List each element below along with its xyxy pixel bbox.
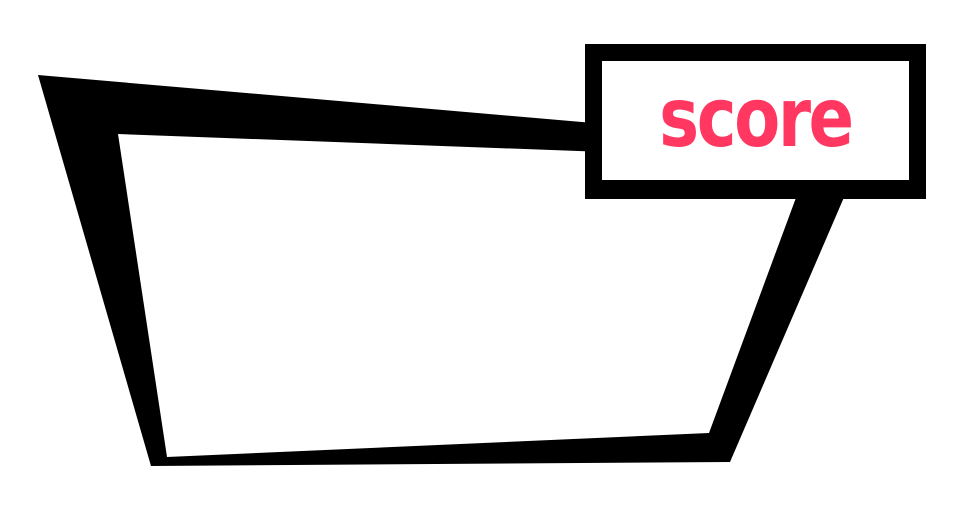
score-label-box: score — [585, 44, 926, 199]
frame-border — [38, 75, 845, 466]
score-label: score — [659, 70, 854, 166]
